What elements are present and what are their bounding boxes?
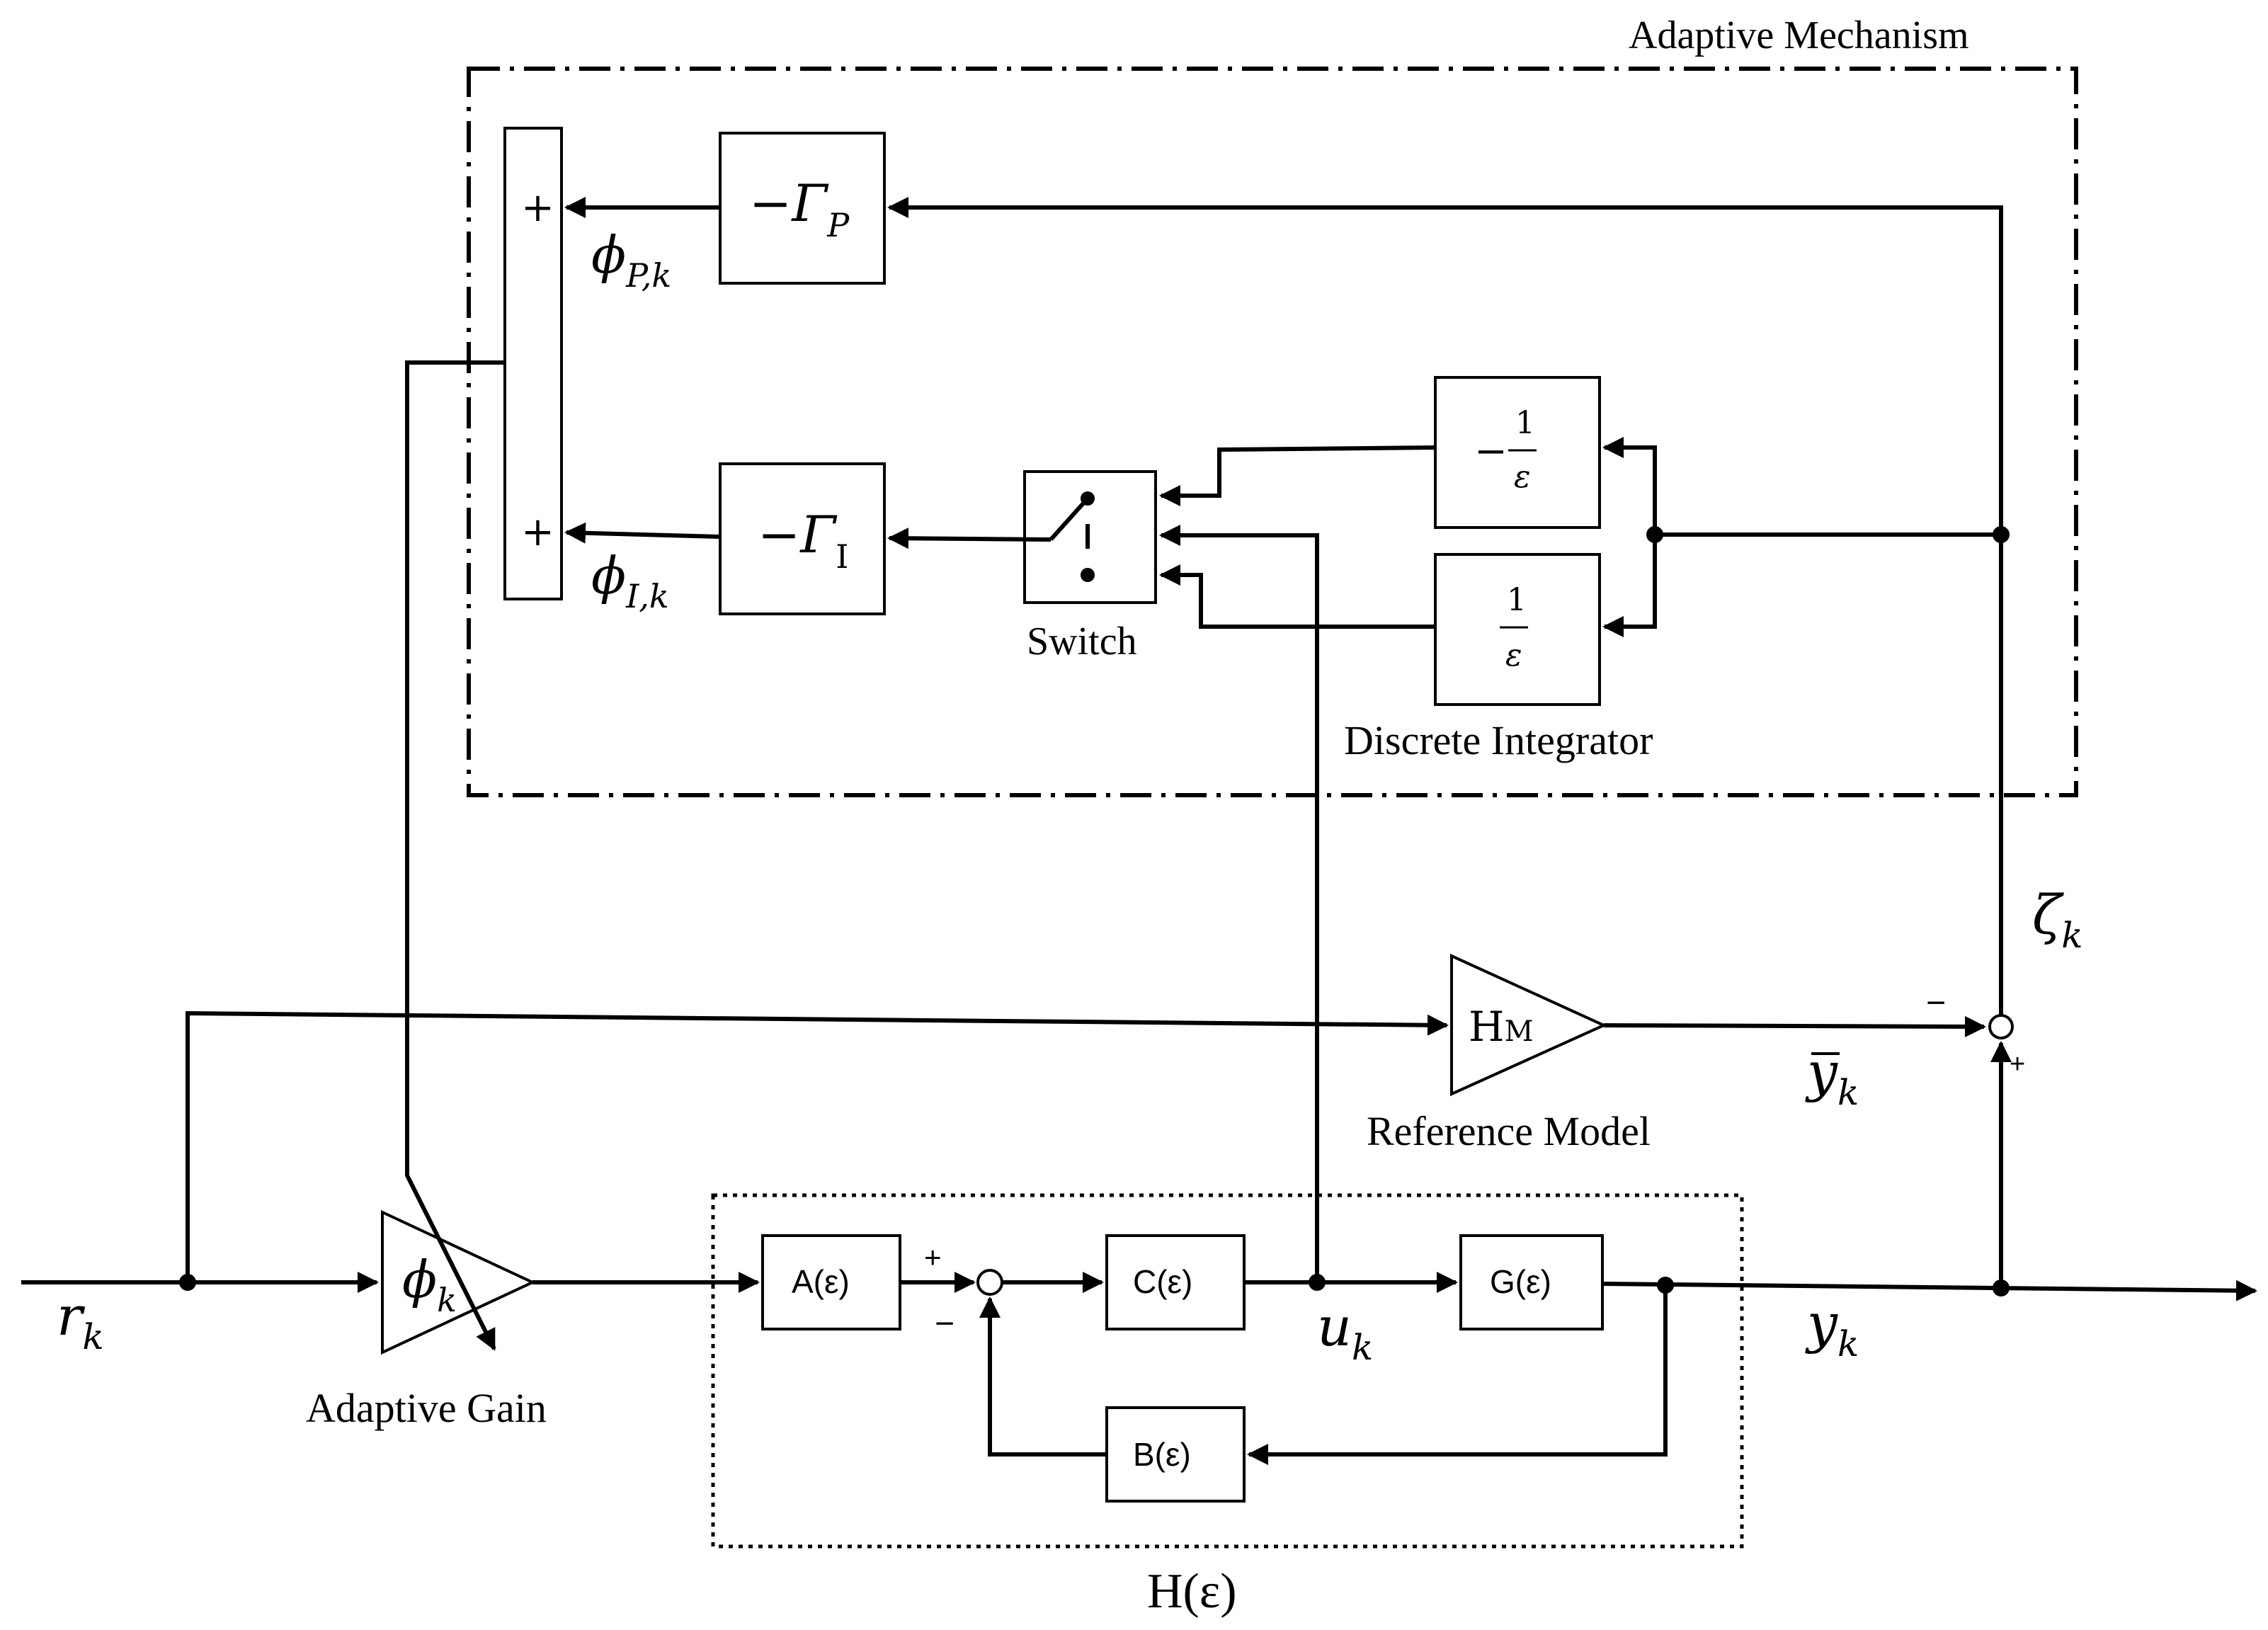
r-label: rk xyxy=(57,1284,104,1357)
inner-sum-junction xyxy=(976,1269,1003,1296)
gamma-p-label: −ΓP xyxy=(749,173,850,244)
g-block xyxy=(1459,1234,1604,1330)
switch-lever xyxy=(1049,496,1090,542)
reference-model-block xyxy=(1450,953,1607,1097)
junction-r xyxy=(179,1274,196,1291)
junction-y-inner xyxy=(1657,1277,1674,1294)
switch-block xyxy=(1023,470,1157,604)
neg-inv-eps-den: ε xyxy=(1514,459,1531,495)
a-block xyxy=(761,1234,901,1330)
neg-inv-eps-block xyxy=(1434,376,1601,529)
adaptive-mechanism-label: Adaptive Mechanism xyxy=(1629,13,1969,57)
gamma-i-label: −ΓI xyxy=(758,505,848,576)
switch-contact-bottom xyxy=(1081,568,1095,582)
reference-model-symbol: HM xyxy=(1469,1003,1534,1051)
wire-to-neg-inv-eps xyxy=(1602,437,1657,535)
error-plus-sign: + xyxy=(2010,1049,2025,1079)
ybar-label: yk xyxy=(1805,1040,1859,1113)
adaptive-gain-symbol: ϕk xyxy=(402,1250,457,1319)
u-label: uk xyxy=(1317,1295,1373,1368)
inv-eps-den: ε xyxy=(1505,637,1522,673)
inner-minus-sign: − xyxy=(935,1305,955,1343)
c-block-label: C(ε) xyxy=(1133,1263,1192,1300)
phi-i-label: ϕI,k xyxy=(591,546,669,615)
gamma-i-block xyxy=(719,462,886,615)
wire-sum-to-gain xyxy=(405,360,505,1351)
wire-switch-to-gamma-i xyxy=(887,528,1052,549)
zeta-label: ζk xyxy=(2032,883,2083,956)
a-block-label: A(ε) xyxy=(792,1263,850,1300)
wire-u-to-switch xyxy=(1159,525,1319,1282)
error-minus-sign: − xyxy=(1926,984,1946,1022)
junction-integrators xyxy=(1646,526,1663,543)
wire-r-to-reference xyxy=(186,1010,1449,1282)
inv-eps-num: 1 xyxy=(1507,582,1527,618)
sum-bottom-sign: + xyxy=(521,509,554,555)
junction-y-outer xyxy=(1993,1280,2010,1296)
error-sum-junction xyxy=(1988,1014,2014,1039)
junction-zeta xyxy=(1993,526,2010,543)
plant-boundary xyxy=(711,1193,1744,1549)
wire-neg-inv-eps-to-switch xyxy=(1159,445,1436,506)
neg-inv-eps-num: 1 xyxy=(1515,405,1535,441)
gamma-p-block xyxy=(719,132,886,285)
adaptive-gain-label: Adaptive Gain xyxy=(306,1385,547,1431)
wire-reference-to-error xyxy=(1603,1015,1986,1037)
plant-label: H(ε) xyxy=(1147,1564,1237,1619)
junction-u xyxy=(1309,1274,1326,1291)
adaptive-gain-block xyxy=(381,1209,536,1355)
b-block xyxy=(1105,1406,1246,1503)
phi-p-label: ϕP,k xyxy=(591,225,671,295)
reference-model-label: Reference Model xyxy=(1367,1108,1651,1154)
sum-top-sign: + xyxy=(521,185,554,231)
inv-eps-block xyxy=(1434,553,1601,706)
inner-plus-sign: + xyxy=(924,1241,942,1274)
adaptive-mechanism-boundary xyxy=(467,67,2078,797)
discrete-integrator-label: Discrete Integrator xyxy=(1344,717,1653,763)
wire-b-to-sum xyxy=(979,1296,1107,1457)
wire-y-to-b xyxy=(1247,1285,1668,1465)
neg-inv-eps-minus: − xyxy=(1474,428,1508,474)
wire-inv-eps-to-switch xyxy=(1159,564,1435,629)
wire-zeta-up xyxy=(887,197,2003,1015)
switch-label: Switch xyxy=(1027,620,1137,663)
g-block-label: G(ε) xyxy=(1490,1263,1551,1300)
b-block-label: B(ε) xyxy=(1133,1436,1191,1473)
wire-to-inv-eps xyxy=(1602,535,1657,637)
y-label: yk xyxy=(1805,1292,1859,1364)
wire-gamma-i-to-sum xyxy=(564,522,721,544)
wire-y-output xyxy=(1602,1280,2257,1301)
